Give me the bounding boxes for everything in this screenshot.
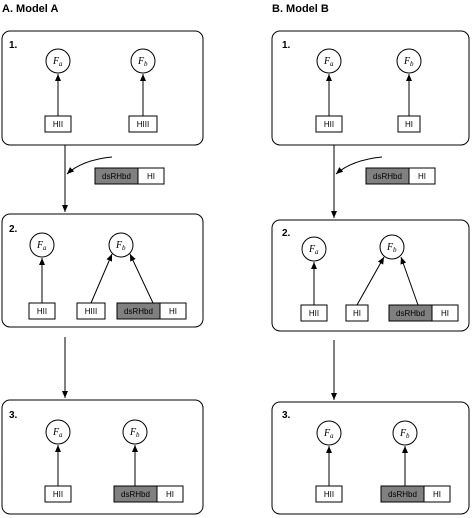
hii-box [44,115,72,133]
hii-label: HII [37,307,47,316]
factor-b-node [379,234,405,260]
arrow [356,256,385,306]
step-number: 3. [9,410,18,421]
hi-box [397,115,421,133]
hii-box [300,304,328,322]
model-b-step2-panel: 2. F a F b HII HI dsRHbd HI [271,219,470,332]
hi-box [159,302,187,320]
incoming-arrow [335,156,383,175]
dsrhbd-label: dsRHbd [373,172,402,181]
factor-a-node [29,232,55,258]
hi-label: HI [169,307,177,316]
factor-a-node [45,48,71,74]
incoming-construct: dsRHbd HI [94,167,165,185]
model-b: B. Model B 1. F a F b HII HI dsRHbd HI [271,3,470,515]
factor-b-node [108,232,134,258]
hii-label: HII [53,490,63,499]
arrow [90,253,113,304]
factor-a-subscript: a [59,431,63,439]
hi-box [408,167,436,185]
factor-a-label: F [52,56,60,67]
dsrhbd-label: dsRHbd [388,490,417,499]
factor-a-label: F [323,428,331,439]
factor-a-node [301,236,327,262]
step-number: 1. [9,40,18,51]
factor-b-node [122,419,148,445]
hiii-label: HIII [137,120,149,129]
model-a-step1-panel: 1. F a F b HII HIII [1,30,204,146]
hi-box [423,485,451,503]
factor-a-subscript: a [330,60,334,68]
dsrhbd-label: dsRHbd [121,490,150,499]
model-b-step3-panel: 3. F a F b HII dsRHbd HI [271,401,470,515]
factor-a-subscript: a [315,248,319,256]
hii-box [315,115,343,133]
hii-label: HII [324,490,334,499]
model-a-step3-panel: 3. F a F b HII dsRHbd HI [1,399,204,515]
factor-a-label: F [52,427,60,438]
factor-b-subscript: b [393,246,397,254]
factor-a-subscript: a [59,60,63,68]
factor-a-label: F [36,240,44,251]
step-number: 2. [9,224,18,235]
model-b-title: B. Model B [272,3,329,15]
factor-a-subscript: a [43,244,47,252]
factor-b-node [396,48,422,74]
hi-label: HI [433,490,441,499]
factor-b-subscript: b [410,60,414,68]
hi-box [345,304,369,322]
factor-b-node [130,48,156,74]
factor-a-subscript: a [330,432,334,440]
model-a: A. Model A 1. F a F b HII HIII dsRHbd HI [1,3,204,515]
arrow [129,253,154,304]
dsrhbd-label: dsRHbd [396,309,425,318]
factor-a-label: F [323,56,331,67]
factor-a-node [316,48,342,74]
hii-box [28,302,56,320]
hi-box [156,485,184,503]
hi-box [431,304,459,322]
factor-b-subscript: b [122,244,126,252]
hii-box [315,485,343,503]
hiii-label: HIII [85,307,97,316]
hi-label: HI [147,172,155,181]
factor-a-node [45,419,71,445]
model-a-step2-panel: 2. F a F b HII HIII dsRHbd HI [1,213,204,328]
hiii-box [76,302,106,320]
step-number: 3. [282,410,291,421]
hi-label: HI [441,309,449,318]
factor-b-node [392,420,418,446]
incoming-arrow [66,156,113,175]
incoming-construct: dsRHbd HI [365,167,436,185]
hii-label: HII [309,309,319,318]
factor-b-subscript: b [136,431,140,439]
factor-a-node [316,420,342,446]
hi-label: HI [353,309,361,318]
arrow [400,256,419,306]
hi-label: HI [166,490,174,499]
hi-label: HI [405,120,413,129]
step-number: 1. [282,40,291,51]
dsrhbd-label: dsRHbd [102,172,131,181]
factor-b-label: F [137,56,145,67]
factor-b-label: F [129,427,137,438]
hi-box [137,167,165,185]
model-b-step1-panel: 1. F a F b HII HI [271,30,470,146]
dsrhbd-label: dsRHbd [124,307,153,316]
hi-label: HI [418,172,426,181]
factor-b-label: F [386,242,394,253]
factor-b-label: F [115,240,123,251]
hiii-box [128,115,158,133]
hii-box [44,485,72,503]
factor-b-subscript: b [406,432,410,440]
step-number: 2. [282,228,291,239]
model-a-title: A. Model A [2,3,58,15]
hii-label: HII [324,120,334,129]
factor-b-label: F [403,56,411,67]
hii-label: HII [53,120,63,129]
factor-b-subscript: b [144,60,148,68]
factor-b-label: F [399,428,407,439]
factor-a-label: F [308,244,316,255]
